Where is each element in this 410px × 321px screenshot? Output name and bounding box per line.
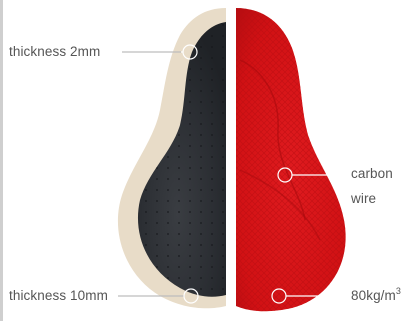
- split-gap: [226, 0, 236, 321]
- label-wire: wire: [351, 191, 376, 207]
- label-thickness-2mm: thickness 2mm: [9, 44, 100, 60]
- label-thickness-10mm: thickness 10mm: [9, 288, 108, 304]
- density-exponent: 3: [396, 286, 401, 296]
- label-density: 80kg/m3: [351, 288, 401, 304]
- label-carbon: carbon: [351, 166, 393, 182]
- density-value: 80kg/m: [351, 288, 396, 303]
